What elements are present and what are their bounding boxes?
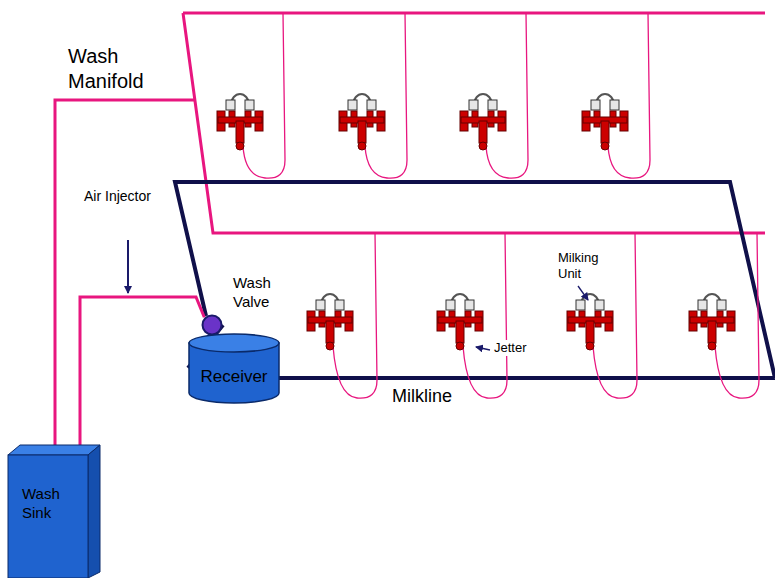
part-label: Wash Manifold [66, 44, 170, 94]
milking-unit [217, 94, 735, 350]
pipe-label: Milkline [390, 385, 454, 408]
pipe-connector [80, 297, 204, 451]
leader-line [128, 240, 588, 350]
receiver-tank: Receiver [188, 333, 280, 403]
callout-label: Milking Unit [556, 250, 622, 283]
node-text: Wash Valve [231, 274, 285, 312]
node-text: Wash Sink [22, 485, 78, 523]
wash-manifold-pipe [55, 13, 765, 447]
node-text: Receiver [200, 366, 267, 387]
jetter-hose [243, 13, 759, 398]
wash-sink: Wash Sink [8, 445, 100, 578]
node-outline [8, 445, 100, 578]
wash-valve: Wash Valve [201, 314, 223, 336]
part-label: Air Injector [82, 188, 156, 206]
milkline-pipe [175, 182, 775, 378]
node-outline [201, 314, 223, 336]
callout-label: Jetter [492, 340, 529, 356]
